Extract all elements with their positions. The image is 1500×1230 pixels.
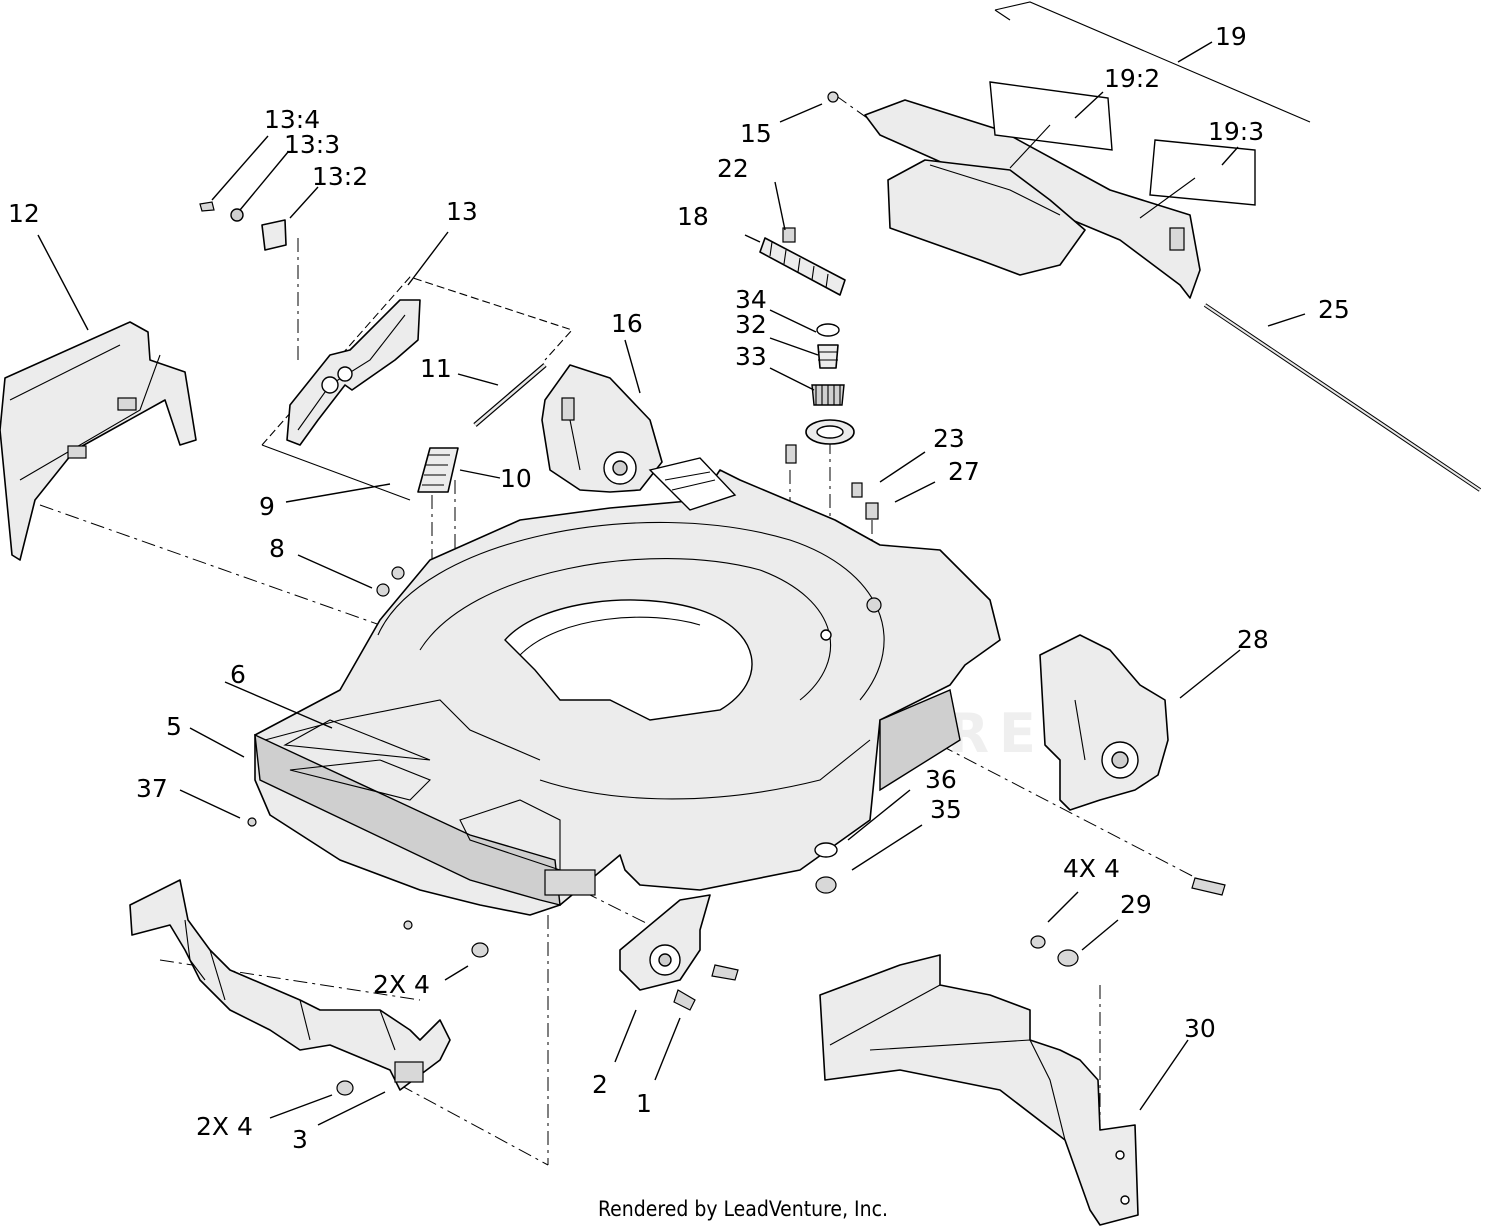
footer-credit: Rendered by LeadVenture, Inc. (598, 1197, 888, 1221)
front-axle-bracket-part-3 (129, 879, 451, 1096)
callout-6: 6 (230, 660, 246, 689)
bearing-stack-parts-32-34 (785, 323, 855, 464)
callout-2x4-upper: 2X 4 (373, 970, 430, 999)
callout-36: 36 (925, 765, 957, 794)
callout-5: 5 (166, 712, 182, 741)
callout-37: 37 (136, 774, 168, 803)
callout-13-4: 13:4 (264, 105, 320, 134)
callout-3: 3 (292, 1125, 308, 1154)
callout-8: 8 (269, 534, 285, 563)
callout-35: 35 (930, 795, 962, 824)
callout-25: 25 (1318, 295, 1350, 324)
handle-bracket-part-13 (199, 201, 421, 446)
callout-1: 1 (636, 1089, 652, 1118)
callout-27: 27 (948, 457, 980, 486)
hardware-items (247, 482, 1079, 967)
callout-2: 2 (592, 1070, 608, 1099)
leader-lines (37, 41, 1306, 1126)
height-adjuster-part-28 (1039, 634, 1226, 896)
callout-33: 33 (735, 342, 767, 371)
callout-9: 9 (259, 492, 275, 521)
callout-13: 13 (446, 197, 478, 226)
callout-12: 12 (8, 199, 40, 228)
callout-23: 23 (933, 424, 965, 453)
callout-11: 11 (420, 354, 452, 383)
callout-19: 19 (1215, 22, 1247, 51)
callout-13-2: 13:2 (312, 162, 368, 191)
callout-18: 18 (677, 202, 709, 231)
rear-chute-part-19 (827, 81, 1482, 492)
callout-29: 29 (1120, 890, 1152, 919)
callout-22: 22 (717, 154, 749, 183)
callout-19-3: 19:3 (1208, 117, 1264, 146)
callout-16: 16 (611, 309, 643, 338)
front-adjuster-parts-1-2 (471, 894, 739, 1011)
height-adjuster-part-16 (541, 364, 663, 493)
callout-32: 32 (735, 310, 767, 339)
spring-bracket-part-18 (744, 227, 846, 296)
callout-10: 10 (500, 464, 532, 493)
callout-4x4: 4X 4 (1063, 854, 1120, 883)
callout-34: 34 (735, 285, 767, 314)
callout-13-3: 13:3 (284, 130, 340, 159)
callout-2x4-lower: 2X 4 (196, 1112, 253, 1141)
assembly-lines (39, 94, 1201, 1166)
callout-30: 30 (1184, 1014, 1216, 1043)
rod-part-11-spring-part-10 (417, 363, 547, 493)
rear-cover-part-30 (819, 954, 1139, 1226)
callout-labels: 13:4 13:3 13:2 12 13 11 10 9 8 16 22 18 … (8, 22, 1350, 1154)
callout-28: 28 (1237, 625, 1269, 654)
callout-19-2: 19:2 (1104, 64, 1160, 93)
rear-flap-part-12 (0, 321, 197, 561)
mower-deck-part-5 (254, 457, 1001, 916)
callout-15: 15 (740, 119, 772, 148)
